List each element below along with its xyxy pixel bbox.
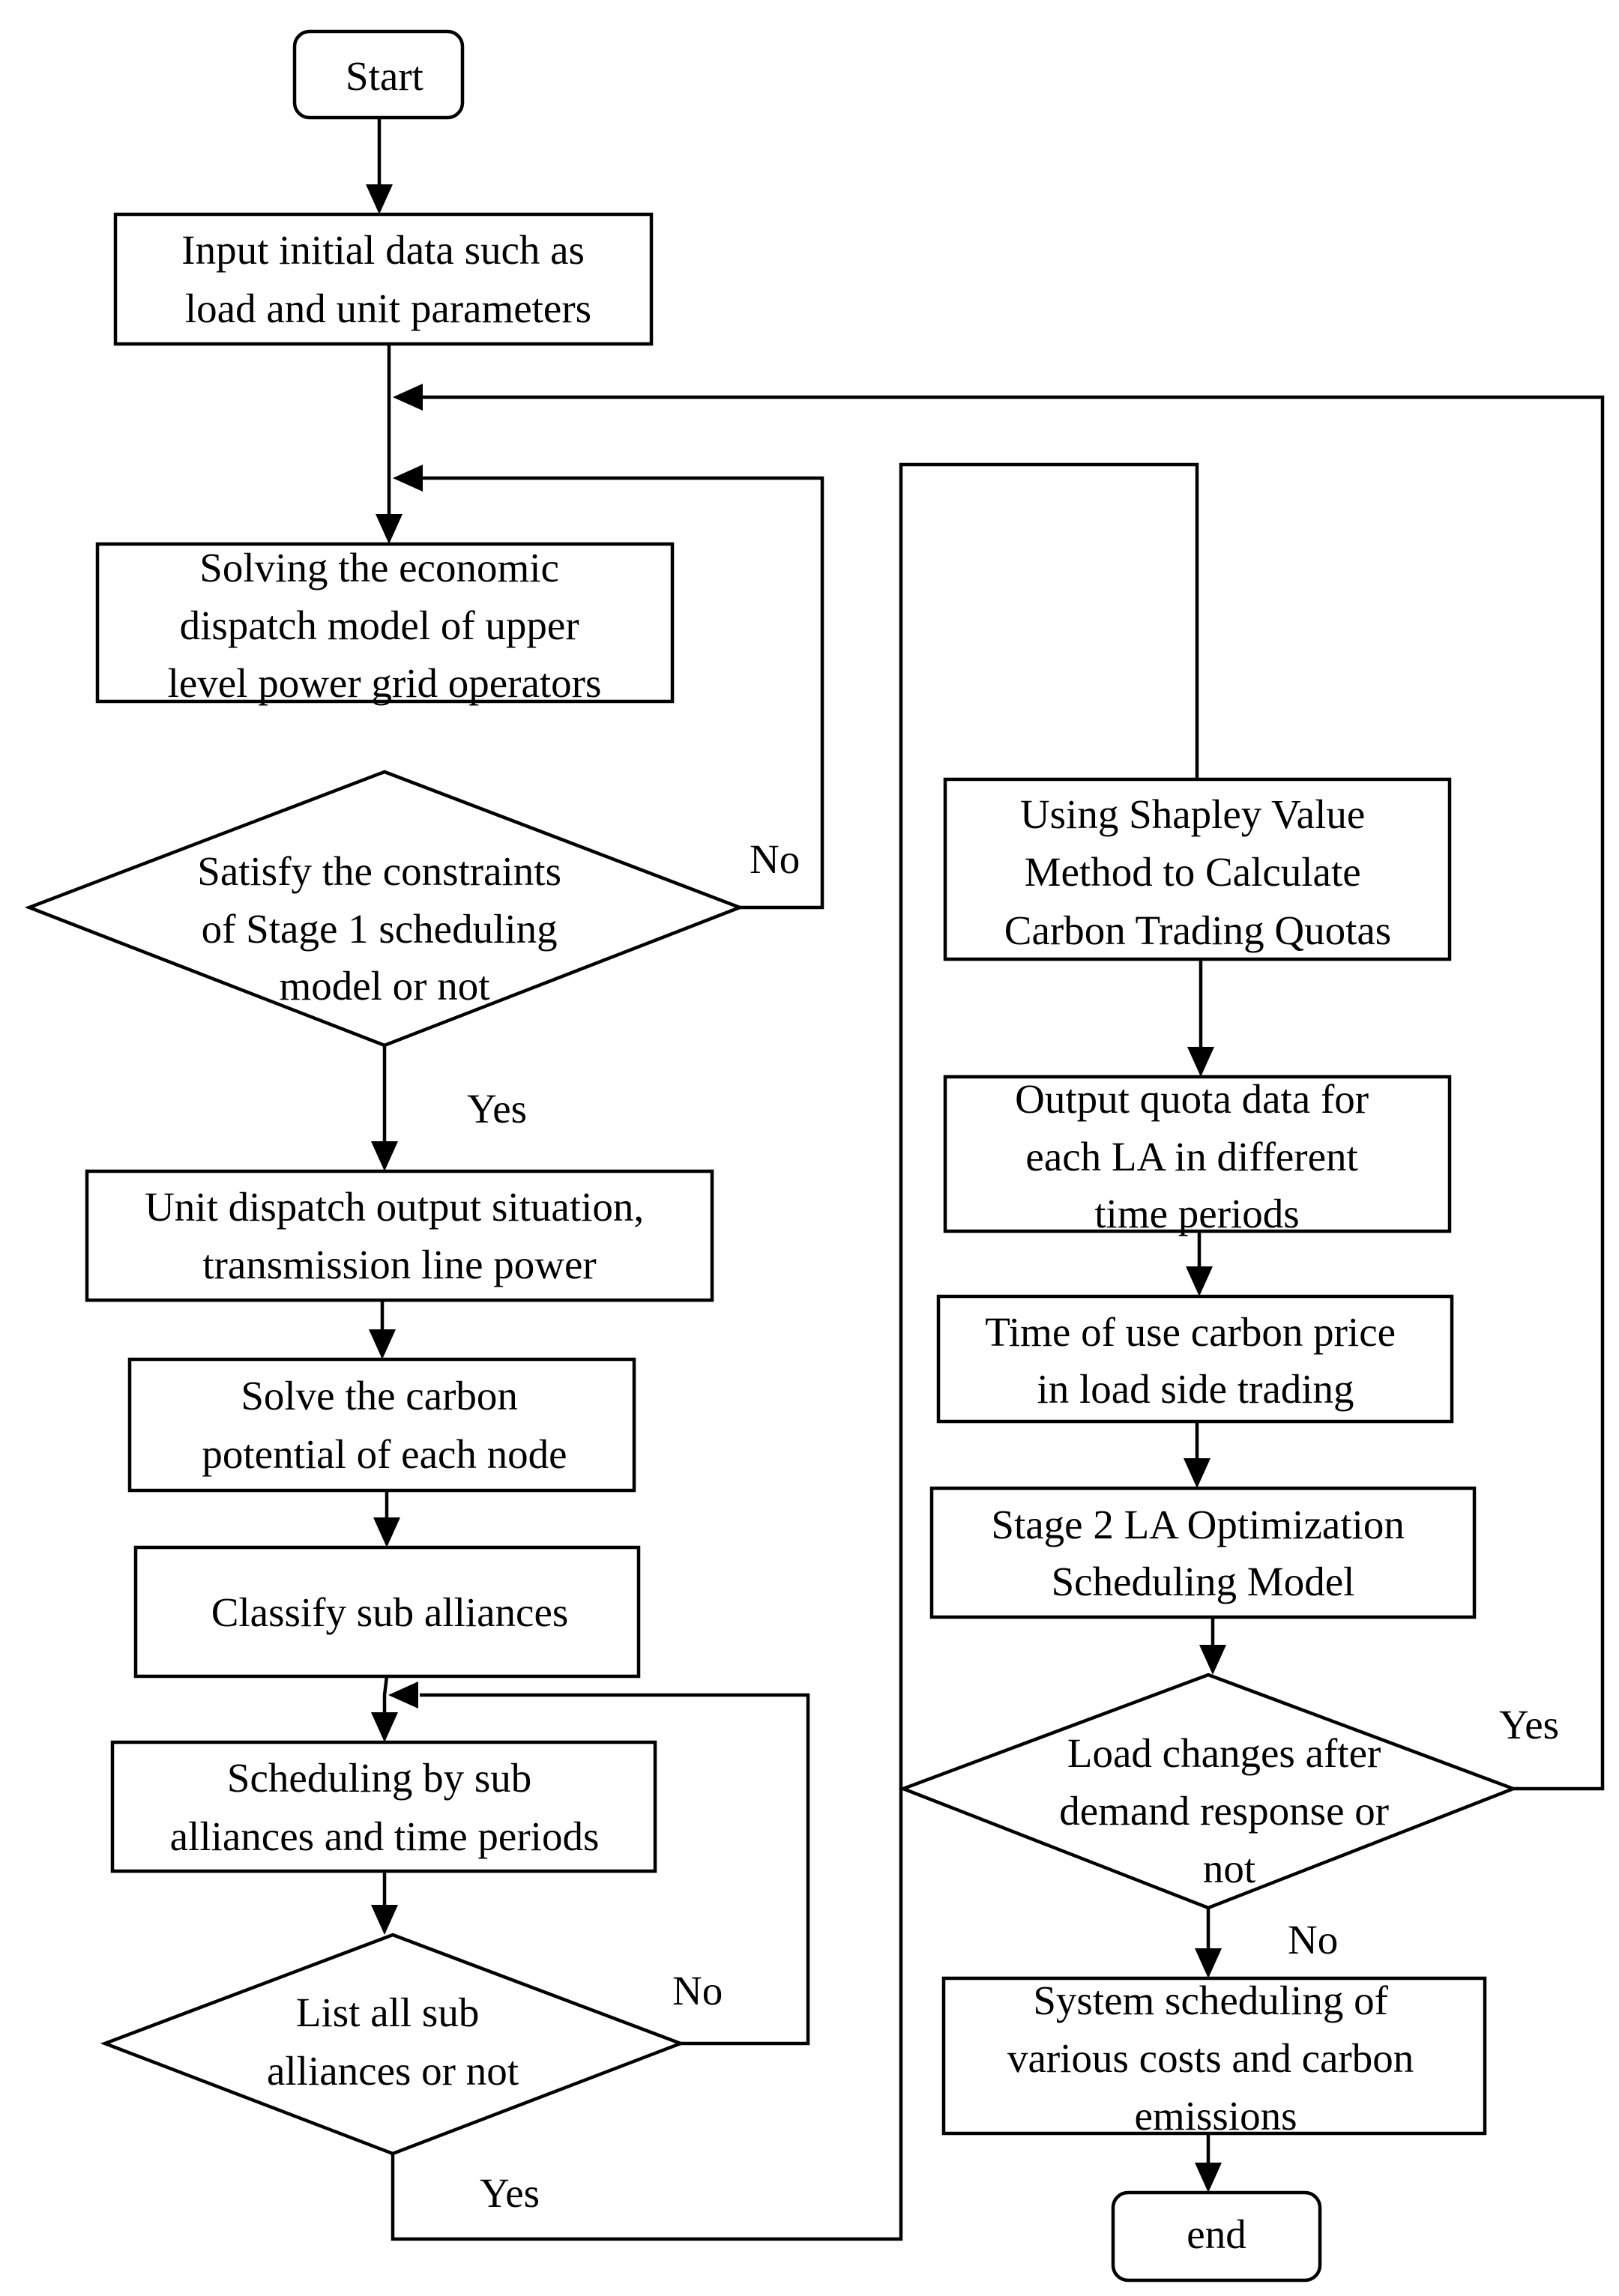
system-scheduling-box xyxy=(941,1976,1487,2136)
edge-satisfy-no-loop xyxy=(420,476,824,910)
edge-load-yes-loop xyxy=(420,395,1605,1791)
scheduling-sub-alliances-box xyxy=(110,1740,657,1873)
start-label: Start xyxy=(346,53,423,99)
arrowhead-stage2-to-load xyxy=(1199,1645,1226,1675)
solve-upper-level-box xyxy=(95,542,675,704)
scheduling-sub-alliances-label: Scheduling by sub alliances and time per… xyxy=(170,1755,600,1859)
list-yes-label: Yes xyxy=(480,2170,540,2216)
list-all-decision xyxy=(100,1933,686,2156)
shapley-value-box xyxy=(943,777,1452,961)
tou-carbon-price-label: Time of use carbon price in load side tr… xyxy=(985,1309,1406,1412)
arrowhead-satisfy-no xyxy=(393,465,423,492)
classify-sub-alliances-box xyxy=(133,1545,641,1679)
list-all-label: List all sub alliances or not xyxy=(267,1990,519,2094)
arrowhead-tou-to-stage2 xyxy=(1184,1458,1211,1488)
shapley-value-label: Using Shapley Value Method to Calculate … xyxy=(1004,791,1391,953)
load-no-label: No xyxy=(1288,1917,1338,1963)
arrowhead-output-to-tou xyxy=(1186,1266,1213,1296)
satisfy-yes-label: Yes xyxy=(467,1086,527,1132)
classify-sub-alliances-label: Classify sub alliances xyxy=(211,1589,569,1635)
arrowhead-classify-to-scheduling xyxy=(371,1712,398,1742)
arrowhead-load-no xyxy=(1195,1948,1222,1978)
satisfy-stage1-label: Satisfy the constraints of Stage 1 sched… xyxy=(197,848,572,1009)
arrowhead-shapley-to-output xyxy=(1187,1047,1214,1077)
end-label: end xyxy=(1187,2211,1246,2257)
input-data-box xyxy=(113,212,654,346)
unit-dispatch-label: Unit dispatch output situation, transmis… xyxy=(145,1184,654,1287)
arrowhead-list-no xyxy=(388,1682,418,1709)
arrowhead-satisfy-yes xyxy=(371,1141,398,1171)
end-terminal xyxy=(1111,2190,1322,2283)
edge-classify-to-scheduling xyxy=(382,1676,389,1715)
load-changes-label: Load changes after demand response or no… xyxy=(1059,1730,1399,1891)
tou-carbon-price-box xyxy=(936,1294,1454,1424)
arrowhead-input-to-solve xyxy=(376,514,403,544)
edge-list-yes-to-shapley xyxy=(391,462,1199,2241)
unit-dispatch-box xyxy=(85,1169,714,1302)
arrowhead-carbon-to-classify xyxy=(373,1517,400,1547)
output-quota-label: Output quota data for each LA in differe… xyxy=(1015,1076,1379,1236)
arrowhead-unit-to-carbon xyxy=(369,1329,396,1359)
input-data-label: Input initial data such as load and unit… xyxy=(181,227,594,331)
arrowhead-start-to-input xyxy=(366,184,393,214)
arrowhead-system-to-end xyxy=(1195,2163,1222,2193)
stage2-optimization-label: Stage 2 LA Optimization Scheduling Model xyxy=(991,1502,1414,1604)
carbon-potential-box xyxy=(127,1357,636,1493)
edge-list-no-loop xyxy=(420,1693,810,2046)
satisfy-no-label: No xyxy=(750,836,800,882)
arrowhead-scheduling-to-list xyxy=(371,1905,398,1935)
arrowhead-load-yes xyxy=(393,384,423,411)
list-no-label: No xyxy=(672,1968,723,2013)
output-quota-box xyxy=(943,1075,1452,1233)
stage2-optimization-box xyxy=(929,1486,1477,1619)
system-scheduling-label: System scheduling of various costs and c… xyxy=(1007,1978,1424,2139)
load-yes-label: Yes xyxy=(1499,1702,1559,1747)
carbon-potential-label: Solve the carbon potential of each node xyxy=(202,1373,567,1477)
solve-upper-level-label: Solving the economic dispatch model of u… xyxy=(168,545,602,706)
